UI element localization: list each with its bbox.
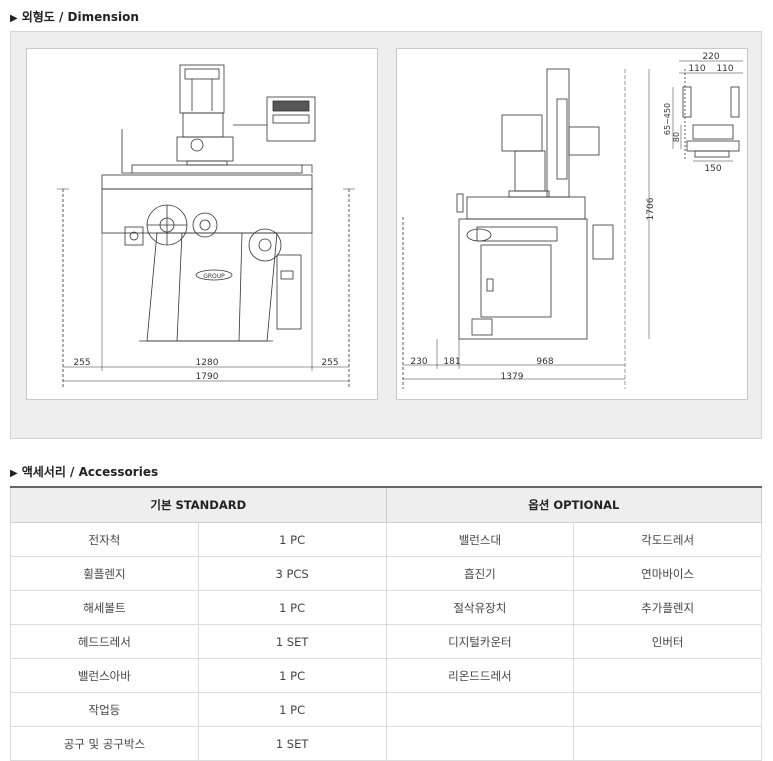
optional-header: 옵션 OPTIONAL — [385, 486, 762, 523]
detail-min: 80 — [672, 132, 681, 142]
optional-item: 흡진기 — [385, 556, 575, 591]
detail-range: 65~450 — [663, 103, 672, 135]
dimension-section-title: ▶외형도 / Dimension — [10, 8, 139, 25]
table-row: 해세볼트 1 PC 절삭유장치 추가플렌지 — [10, 590, 762, 625]
dim-front-right: 255 — [321, 358, 338, 368]
dim-side-total: 1379 — [501, 372, 524, 382]
dim-front-left: 255 — [73, 358, 90, 368]
standard-name: 휠플렌지 — [10, 556, 199, 591]
standard-name: 공구 및 공구박스 — [10, 726, 199, 761]
standard-qty: 1 PC — [197, 590, 387, 625]
standard-header: 기본 STANDARD — [10, 486, 387, 523]
dim-front-total: 1790 — [196, 372, 219, 382]
optional-item: 연마바이스 — [573, 556, 762, 591]
dimension-panel: GROUP 255 1280 255 1790 — [10, 31, 762, 439]
table-row: 밸런스아바 1 PC 리온드드레서 — [10, 658, 762, 693]
standard-name: 헤드드레서 — [10, 624, 199, 659]
optional-item — [573, 692, 762, 727]
standard-name: 해세볼트 — [10, 590, 199, 625]
optional-item — [573, 658, 762, 693]
detail-top-right: 110 — [716, 64, 733, 74]
detail-top-left: 110 — [688, 64, 705, 74]
dim-side-height: 1706 — [646, 197, 656, 220]
optional-item: 인버터 — [573, 624, 762, 659]
triangle-bullet-icon: ▶ — [10, 13, 18, 24]
accessories-title-text: 액세서리 / Accessories — [21, 465, 159, 479]
standard-qty: 1 PC — [197, 692, 387, 727]
optional-item — [385, 726, 575, 761]
optional-item: 절삭유장치 — [385, 590, 575, 625]
standard-name: 전자척 — [10, 522, 199, 557]
table-header-row: 기본 STANDARD 옵션 OPTIONAL — [10, 486, 762, 523]
front-view-drawing: GROUP 255 1280 255 1790 — [26, 48, 378, 400]
optional-item: 리온드드레서 — [385, 658, 575, 693]
standard-qty: 1 SET — [197, 624, 387, 659]
table-row: 전자척 1 PC 밸런스대 각도드레서 — [10, 522, 762, 557]
standard-name: 작업등 — [10, 692, 199, 727]
table-row: 휠플렌지 3 PCS 흡진기 연마바이스 — [10, 556, 762, 591]
front-view-svg: GROUP 255 1280 255 1790 — [57, 64, 355, 389]
optional-item — [573, 726, 762, 761]
optional-item — [385, 692, 575, 727]
table-row: 작업등 1 PC — [10, 692, 762, 727]
side-view-drawing: 230 181 968 1379 1706 220 110 110 65~450… — [396, 48, 748, 400]
dimension-title-text: 외형도 / Dimension — [21, 10, 139, 24]
optional-item: 추가플렌지 — [573, 590, 762, 625]
accessories-section-title: ▶액세서리 / Accessories — [10, 463, 158, 480]
side-view-svg: 230 181 968 1379 1706 220 110 110 65~450… — [402, 52, 743, 389]
dim-front-center: 1280 — [196, 358, 219, 368]
optional-item: 각도드레서 — [573, 522, 762, 557]
triangle-bullet-icon: ▶ — [10, 468, 18, 479]
table-row: 헤드드레서 1 SET 디지털카운터 인버터 — [10, 624, 762, 659]
front-logo: GROUP — [203, 273, 225, 280]
standard-qty: 1 SET — [197, 726, 387, 761]
standard-qty: 3 PCS — [197, 556, 387, 591]
detail-bottom: 150 — [704, 164, 721, 174]
detail-top: 220 — [702, 52, 719, 62]
optional-item: 디지털카운터 — [385, 624, 575, 659]
dim-side-b: 181 — [443, 357, 460, 367]
table-row: 공구 및 공구박스 1 SET — [10, 726, 762, 761]
standard-qty: 1 PC — [197, 522, 387, 557]
standard-qty: 1 PC — [197, 658, 387, 693]
dim-side-a: 230 — [410, 357, 427, 367]
standard-name: 밸런스아바 — [10, 658, 199, 693]
dim-side-c: 968 — [536, 357, 553, 367]
accessories-table: 기본 STANDARD 옵션 OPTIONAL 전자척 1 PC 밸런스대 각도… — [10, 486, 762, 761]
optional-item: 밸런스대 — [385, 522, 575, 557]
